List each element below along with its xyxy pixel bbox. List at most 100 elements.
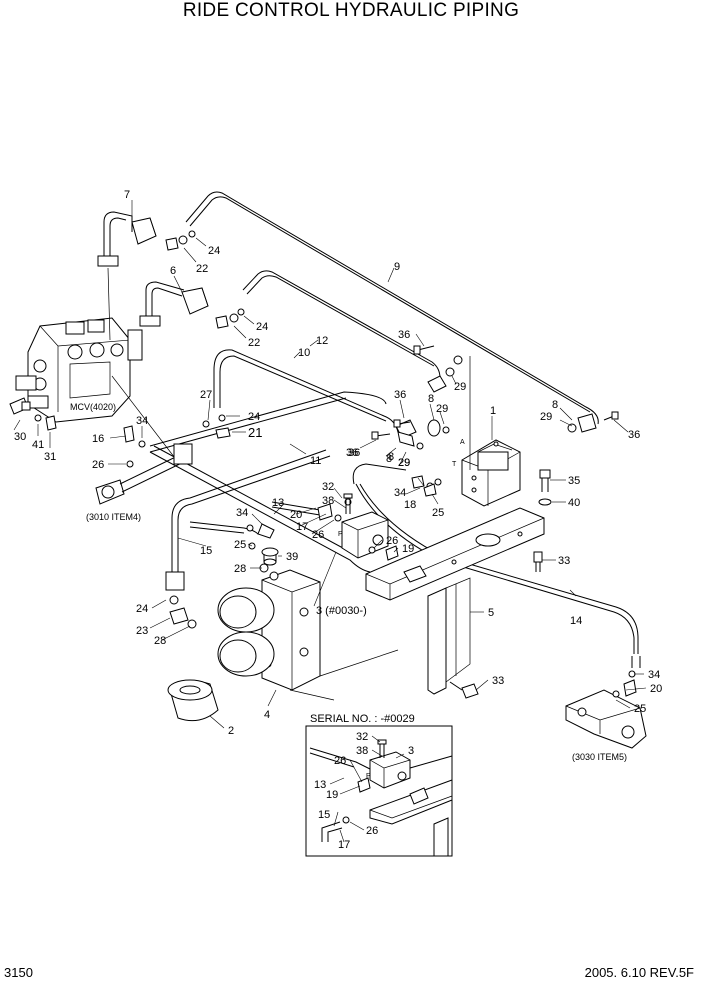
callout: 36	[628, 429, 640, 441]
callout: 14	[570, 615, 582, 627]
callout: 25	[234, 539, 246, 551]
callout: 24	[248, 411, 260, 423]
callout: 26	[334, 755, 346, 767]
callout: 8	[388, 451, 394, 463]
port-mark-p: P	[338, 531, 343, 538]
callout: 29	[454, 381, 466, 393]
callout: 17	[296, 521, 308, 533]
callout: 27	[200, 389, 212, 401]
callout: 4	[264, 709, 270, 721]
mcv-valve-block	[15, 267, 179, 463]
callout: 2	[228, 725, 234, 737]
port-mark-t: T	[452, 461, 457, 468]
revision-date: 2005. 6.10 REV.5F	[584, 965, 694, 980]
fittings-26-19	[368, 545, 399, 561]
callout: 29	[398, 457, 410, 469]
callout: 15	[200, 545, 212, 557]
callout: 9	[394, 261, 400, 273]
pipe-15	[171, 449, 331, 572]
callout: 24	[256, 321, 268, 333]
fitting-31	[45, 415, 57, 431]
filter-element-2	[167, 679, 219, 722]
callout: 29	[540, 411, 552, 423]
inset-port-mark-p: P	[366, 773, 371, 780]
bolts-33	[449, 551, 543, 699]
callout: 1	[490, 405, 496, 417]
callout: 3	[408, 745, 414, 757]
callout: 32	[322, 481, 334, 493]
callout: 41	[32, 439, 44, 451]
callout: 32	[356, 731, 368, 743]
callout: 36	[394, 389, 406, 401]
callout: 40	[568, 497, 580, 509]
callout: 5	[488, 607, 494, 619]
callout: 20	[650, 683, 662, 695]
fitting-30	[9, 397, 31, 415]
tube-7	[97, 211, 157, 267]
callout: 26	[366, 825, 378, 837]
callout: 13	[272, 497, 284, 509]
callout: 8	[428, 393, 434, 405]
leader-lines	[13, 200, 647, 843]
callout: 28	[154, 635, 166, 647]
pipe-10	[213, 349, 399, 433]
callout: 10	[298, 347, 310, 359]
fitting-22-lower	[215, 308, 245, 329]
flange-fittings-8-29	[395, 355, 597, 450]
callout: 6	[170, 265, 176, 277]
callout: 34	[136, 415, 148, 427]
callout: 38	[322, 495, 334, 507]
callout: 26	[386, 535, 398, 547]
callout: 12	[316, 335, 328, 347]
callout: 26	[312, 529, 324, 541]
label-item-3010: (3010 ITEM4)	[86, 512, 141, 522]
callout: 36	[348, 447, 360, 459]
callout: 24	[136, 603, 148, 615]
valve-3	[341, 493, 389, 559]
accumulator-manifold-4	[217, 569, 399, 701]
callout: 8	[386, 453, 392, 465]
callout: 21	[248, 425, 262, 440]
callout: 20	[290, 509, 302, 521]
callout: 33	[558, 555, 570, 567]
reference-labels: MCV(4020) (3010 ITEM4) (3030 ITEM5) 3 (#…	[70, 402, 627, 780]
seal-41	[34, 414, 42, 422]
callout: 18	[404, 499, 416, 511]
callout: 7	[124, 189, 130, 201]
valve-1	[461, 356, 521, 507]
callout: 38	[356, 745, 368, 757]
label-mcv: MCV(4020)	[70, 402, 116, 412]
callout: 26	[92, 459, 104, 471]
callout: 15	[318, 809, 330, 821]
callout: 33	[492, 675, 504, 687]
callout: 8	[552, 399, 558, 411]
fitting-16	[123, 425, 146, 468]
callout: 24	[208, 245, 220, 257]
port-mark-a: A	[460, 439, 465, 446]
callout: 25	[432, 507, 444, 519]
fitting-22-upper	[165, 230, 196, 251]
callout: 16	[92, 433, 104, 445]
inset-frame	[305, 725, 453, 857]
callout: 36	[398, 329, 410, 341]
fittings-24-23-28	[165, 563, 269, 629]
callout: 35	[568, 475, 580, 487]
callout: 19	[402, 543, 414, 555]
callout: 34	[648, 669, 660, 681]
callout: 39	[286, 551, 298, 563]
inset-title: SERIAL NO. : -#0029	[310, 713, 415, 725]
callout: 17	[338, 839, 350, 851]
callout: 34	[394, 487, 406, 499]
callout: 22	[248, 337, 260, 349]
callout: 22	[196, 263, 208, 275]
bolt-36-set	[371, 345, 619, 440]
manifold-3030	[565, 656, 647, 749]
pipe-12	[242, 270, 441, 379]
callout: 29	[436, 403, 448, 415]
bolt-35-washer-40	[538, 469, 552, 506]
callout: 19	[326, 789, 338, 801]
manifold-3010	[95, 443, 193, 505]
callout: 25	[634, 703, 646, 715]
page-title: RIDE CONTROL HYDRAULIC PIPING	[182, 0, 520, 21]
